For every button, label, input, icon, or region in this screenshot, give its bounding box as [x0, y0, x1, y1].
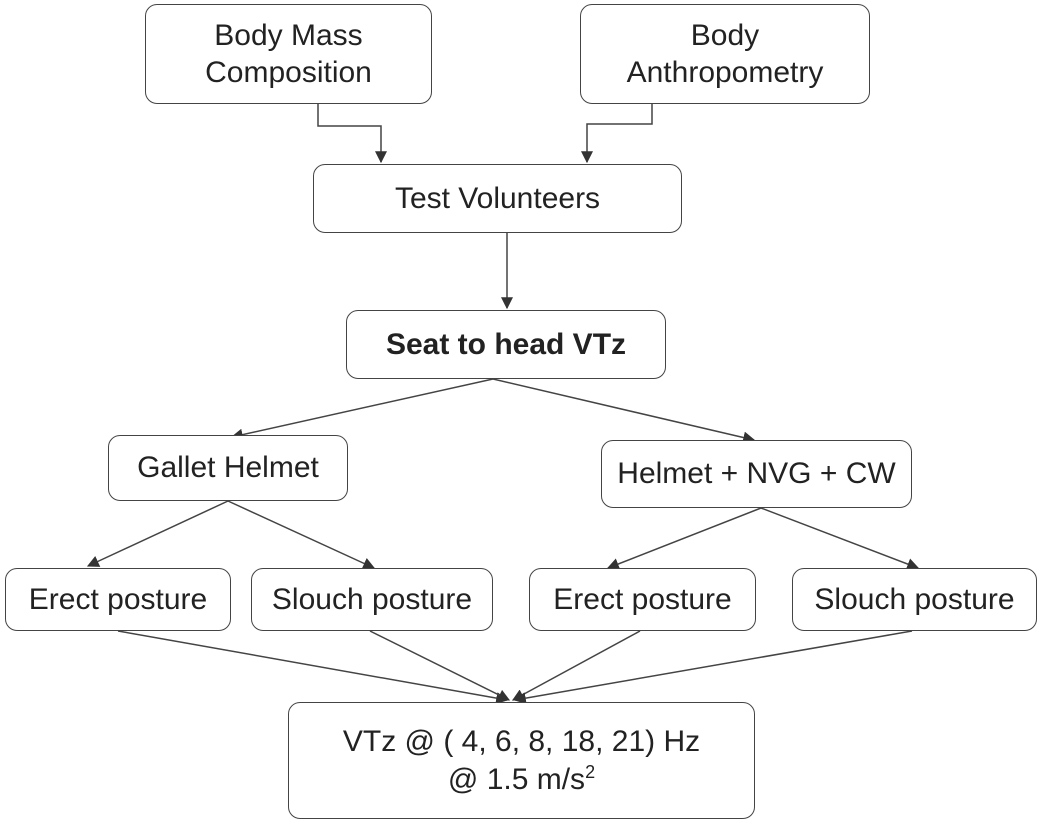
node-erect-posture-gallet: Erect posture — [5, 568, 231, 631]
node-gallet-helmet: Gallet Helmet — [108, 435, 348, 501]
node-vtz-line2-main: @ 1.5 m/s — [447, 762, 586, 796]
node-body-mass-line1: Body Mass — [214, 18, 363, 52]
node-vtz-frequencies: VTz @ ( 4, 6, 8, 18, 21) Hz @ 1.5 m/s2 — [288, 702, 755, 819]
edge-gallet-to-erect1 — [86, 500, 229, 567]
node-vtz-superscript: 2 — [585, 761, 596, 782]
edge-seat-head-to-helmet-nvg — [492, 378, 756, 444]
node-body-anthro-line1: Body — [690, 18, 760, 52]
node-vtz-line2: @ 1.5 m/s2 — [448, 761, 595, 799]
node-seat-to-head-vtz: Seat to head VTz — [346, 310, 666, 379]
node-helmet-nvg-cw: Helmet + NVG + CW — [601, 440, 912, 508]
node-slouch1-label: Slouch posture — [271, 582, 473, 616]
edge-slouch2-to-vtz — [513, 630, 913, 705]
node-gallet-helmet-label: Gallet Helmet — [137, 451, 319, 485]
node-body-mass-line2: Composition — [205, 56, 372, 89]
node-helmet-nvg-label: Helmet + NVG + CW — [617, 457, 896, 491]
edge-seat-head-to-gallet — [230, 378, 494, 441]
node-seat-to-head-label: Seat to head VTz — [385, 327, 627, 361]
edge-body-mass-to-volunteers — [317, 104, 387, 164]
node-vtz-line1: VTz @ ( 4, 6, 8, 18, 21) Hz — [342, 725, 701, 758]
node-body-anthro-line2: Anthropometry — [626, 56, 824, 89]
edge-erect2-to-vtz — [511, 630, 641, 701]
node-test-volunteers-label: Test Volunteers — [394, 181, 601, 215]
node-slouch-posture-gallet: Slouch posture — [251, 568, 493, 631]
edge-gallet-to-slouch1 — [227, 500, 376, 569]
edge-body-anthro-to-volunteers — [581, 104, 653, 164]
node-slouch-posture-nvg: Slouch posture — [792, 568, 1037, 631]
node-erect-posture-nvg: Erect posture — [529, 568, 756, 631]
node-body-mass-composition: Body Mass Composition — [145, 4, 432, 104]
node-erect2-label: Erect posture — [553, 582, 732, 616]
node-erect1-label: Erect posture — [28, 582, 208, 616]
edge-slouch1-to-vtz — [369, 630, 511, 701]
edge-erect1-to-vtz — [117, 630, 509, 705]
node-body-anthropometry: Body Anthropometry — [580, 4, 870, 104]
node-slouch2-label: Slouch posture — [814, 582, 1015, 616]
edge-helmet-nvg-to-erect2 — [606, 507, 762, 570]
node-test-volunteers: Test Volunteers — [313, 164, 682, 233]
edge-helmet-nvg-to-slouch2 — [760, 507, 920, 570]
